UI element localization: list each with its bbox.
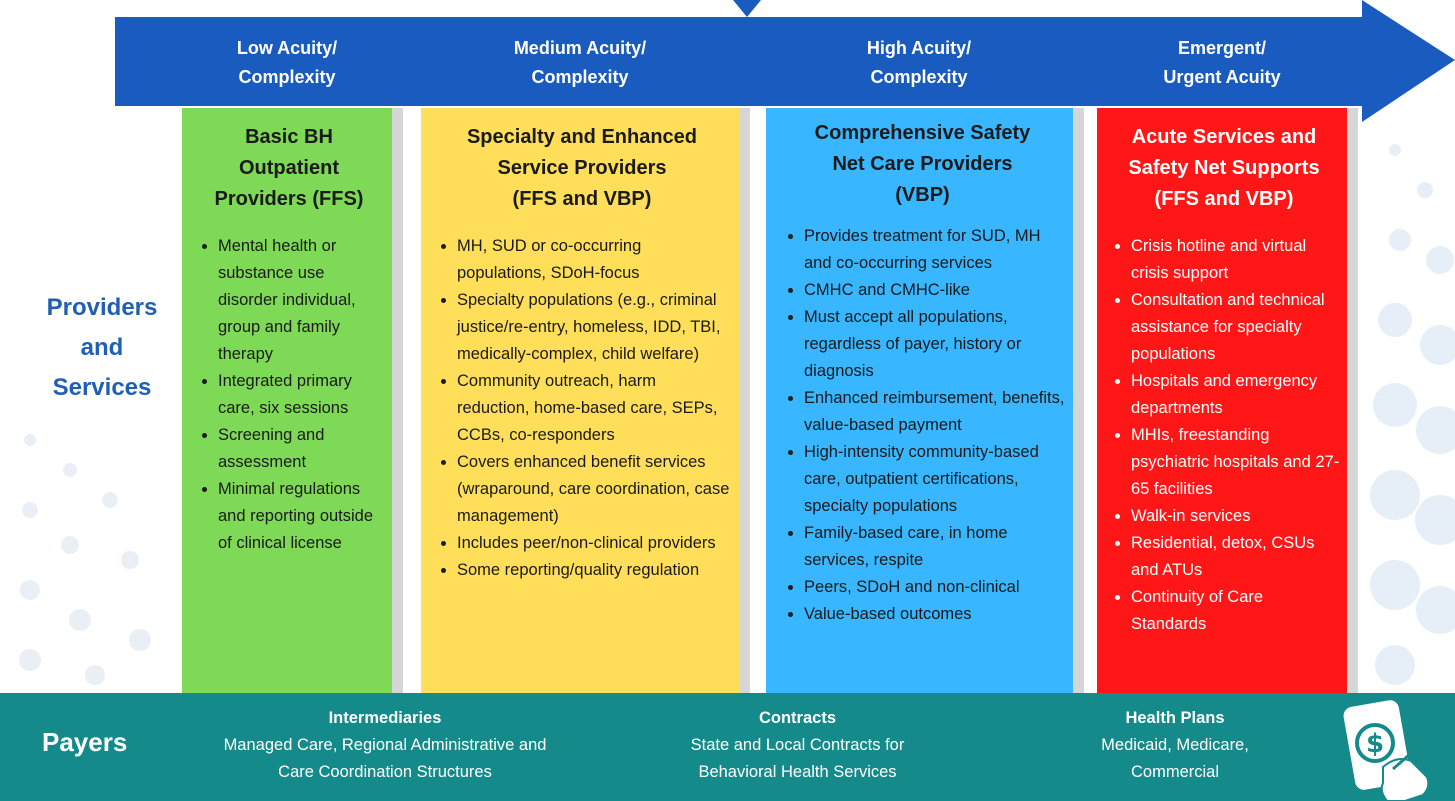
arrow-shape [115,0,1455,122]
payer-group-heading: Health Plans [1125,709,1225,727]
list-item: Residential, detox, CSUs and ATUs [1131,530,1341,584]
payer-group-heading: Intermediaries [328,709,442,727]
payer-group-text: Managed Care, Regional Administrative an… [223,736,547,781]
list-item: CMHC and CMHC-like [804,277,1065,304]
column-basic-bh: Basic BH Outpatient Providers (FFS) Ment… [182,108,392,693]
list-item: Value-based outcomes [804,601,1065,628]
column-specialty-enhanced: Specialty and Enhanced Service Providers… [421,108,739,693]
column-acute-services: Acute Services and Safety Net Supports (… [1097,108,1347,693]
column-divider [392,108,403,693]
list-item: Enhanced reimbursement, benefits, value-… [804,385,1065,439]
service-list: Provides treatment for SUD, MH and co-oc… [780,223,1065,628]
list-item: Some reporting/quality regulation [457,557,731,584]
service-list: Crisis hotline and virtual crisis suppor… [1107,233,1341,638]
hand-dollar-phone-icon: $ [1343,700,1430,801]
list-item: Integrated primary care, six sessions [218,368,384,422]
column-title: Basic BH Outpatient Providers (FFS) [214,126,364,210]
column-comprehensive-safety-net: Comprehensive Safety Net Care Providers … [766,108,1073,693]
list-item: MH, SUD or co-occurring populations, SDo… [457,233,731,287]
payer-group-intermediaries: Intermediaries Managed Care, Regional Ad… [190,705,580,786]
payers-band: Payers Intermediaries Managed Care, Regi… [0,693,1455,801]
list-item: Must accept all populations, regardless … [804,304,1065,385]
acuity-high-label: High Acuity/ Complexity [866,38,972,87]
list-item: Includes peer/non-clinical providers [457,530,731,557]
payer-group-text: State and Local Contracts for Behavioral… [690,736,905,781]
providers-and-services-label: Providers and Services [46,294,158,401]
list-item: Specialty populations (e.g., criminal ju… [457,287,731,368]
list-item: Community outreach, harm reduction, home… [457,368,731,449]
acuity-emergent-label: Emergent/ Urgent Acuity [1163,38,1281,87]
list-item: Family-based care, in home services, res… [804,520,1065,574]
column-title: Acute Services and Safety Net Supports (… [1128,126,1320,210]
list-item: MHIs, freestanding psychiatric hospitals… [1131,422,1341,503]
list-item: Covers enhanced benefit services (wrapar… [457,449,731,530]
payers-label: Payers [42,727,128,757]
acuity-arrow: Low Acuity/ Complexity Medium Acuity/ Co… [0,0,1455,130]
column-divider [739,108,750,693]
acuity-low-label: Low Acuity/ Complexity [236,38,338,87]
column-title: Comprehensive Safety Net Care Providers … [814,122,1031,206]
svg-text:$: $ [1366,729,1384,759]
list-item: Peers, SDoH and non-clinical [804,574,1065,601]
acuity-medium-label: Medium Acuity/ Complexity [513,38,647,87]
service-list: Mental health or substance use disorder … [194,233,384,557]
list-item: Consultation and technical assistance fo… [1131,287,1341,368]
list-item: Continuity of Care Standards [1131,584,1341,638]
list-item: High-intensity community-based care, out… [804,439,1065,520]
list-item: Mental health or substance use disorder … [218,233,384,368]
list-item: Crisis hotline and virtual crisis suppor… [1131,233,1341,287]
service-list: MH, SUD or co-occurring populations, SDo… [433,233,731,584]
list-item: Screening and assessment [218,422,384,476]
list-item: Provides treatment for SUD, MH and co-oc… [804,223,1065,277]
column-divider [1347,108,1358,693]
column-title: Specialty and Enhanced Service Providers… [466,126,698,210]
payer-group-text: Medicaid, Medicare, Commercial [1101,736,1249,781]
column-divider [1073,108,1084,693]
list-item: Minimal regulations and reporting outsid… [218,476,384,557]
payer-group-health-plans: Health Plans Medicaid, Medicare, Commerc… [1070,705,1280,786]
payer-group-heading: Contracts [758,709,836,727]
list-item: Hospitals and emergency departments [1131,368,1341,422]
payer-group-contracts: Contracts State and Local Contracts for … [650,705,945,786]
list-item: Walk-in services [1131,503,1341,530]
